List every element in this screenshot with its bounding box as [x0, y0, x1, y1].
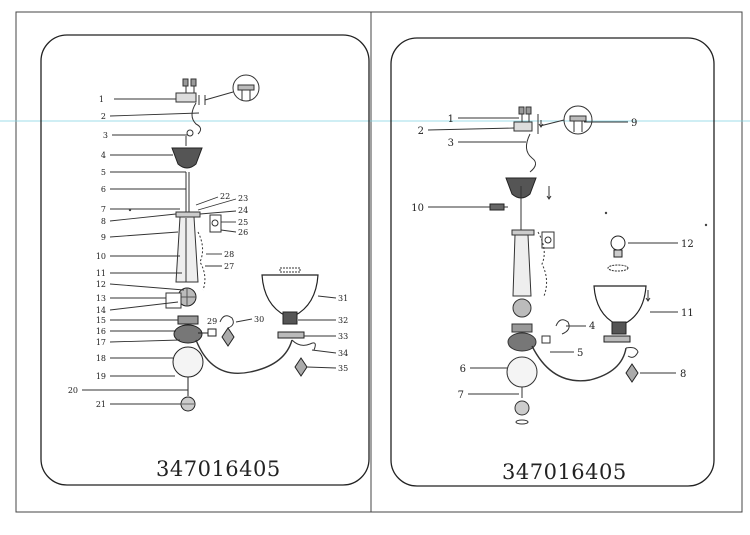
callout-label: 14	[96, 306, 106, 315]
arm	[195, 339, 293, 374]
callout-label: 12	[96, 280, 106, 289]
callout-label: 31	[338, 294, 348, 303]
callout-label: 11	[96, 269, 106, 278]
callout-label: 5	[101, 168, 106, 177]
callout-label: 18	[96, 354, 106, 363]
left-panel-frame	[40, 34, 370, 486]
wire-connector	[489, 203, 505, 211]
callout-label: 6	[101, 185, 106, 194]
callout-label: 24	[238, 206, 248, 215]
bobeche	[277, 331, 305, 339]
callout-label: 4	[589, 321, 595, 332]
callout-label: 1	[99, 95, 104, 104]
right-panel: 1 2 3 4 5 6 7 8 9 10 11 12	[128, 37, 715, 487]
callout-label: 17	[96, 338, 106, 347]
callout-label: 7	[101, 205, 106, 214]
callout-label: 16	[96, 327, 106, 336]
ceiling-bracket	[513, 105, 593, 135]
callout-label: 28	[224, 250, 234, 259]
callout-label: 20	[68, 386, 78, 395]
callout-label: 4	[101, 151, 106, 160]
lamp-shade	[593, 285, 647, 325]
stem	[175, 172, 201, 283]
callout-label: 15	[96, 316, 106, 325]
mount-plate	[165, 292, 182, 309]
callout-label: 2	[418, 126, 424, 137]
hook-chain	[526, 133, 536, 173]
lamp-shade	[261, 274, 319, 317]
callout-label: 26	[238, 228, 248, 237]
hook-chain	[185, 102, 202, 146]
callout-label: 25	[238, 218, 248, 227]
callout-label: 8	[101, 217, 106, 226]
left-panel: 1 2 3 4 5 6 7 8 9 10 11 12 13 14 15 16 1…	[40, 34, 370, 486]
callout-label: 21	[96, 400, 106, 409]
callout-label: 9	[631, 118, 637, 129]
callout-label: 7	[458, 390, 464, 401]
page-border	[15, 11, 743, 513]
arm	[531, 345, 627, 382]
callout-label: 30	[254, 315, 264, 324]
callout-label: 2	[101, 112, 106, 121]
canopy	[171, 147, 203, 169]
callout-label: 11	[681, 308, 694, 319]
connector-block	[209, 214, 222, 233]
central-body	[172, 315, 217, 412]
callout-label: 12	[681, 239, 694, 250]
callout-label: 29	[207, 317, 217, 326]
lamp-socket	[611, 321, 627, 335]
callout-label: 34	[338, 349, 348, 358]
callout-label: 3	[103, 131, 108, 140]
right-callouts: 1 2 3 4 5 6 7 8 9 10 11 12	[411, 114, 693, 401]
callout-label: 10	[96, 252, 106, 261]
left-leaders	[82, 98, 337, 405]
callout-label: 9	[101, 233, 106, 242]
callout-label: 13	[96, 294, 106, 303]
right-panel-frame	[390, 37, 715, 487]
ceiling-bracket	[175, 74, 260, 105]
callout-label: 33	[338, 332, 348, 341]
callout-label: 3	[448, 138, 454, 149]
callout-label: 19	[96, 372, 106, 381]
callout-label: 1	[448, 114, 454, 125]
callout-label: 27	[224, 262, 234, 271]
callout-label: 22	[220, 192, 230, 201]
bobeche	[603, 335, 631, 343]
callout-label: 8	[680, 369, 686, 380]
callout-label: 6	[460, 364, 466, 375]
callout-label: 35	[338, 364, 348, 373]
right-leaders	[427, 117, 678, 395]
light-bulb	[610, 235, 626, 251]
left-callouts: 1 2 3 4 5 6 7 8 9 10 11 12 13 14 15 16 1…	[68, 95, 348, 409]
stem-body	[506, 229, 555, 425]
left-product-code: 347016405	[156, 457, 281, 481]
wire	[537, 231, 548, 297]
callout-label: 23	[238, 194, 248, 203]
wire	[197, 231, 206, 291]
callout-label: 10	[411, 203, 424, 214]
lamp-socket	[282, 311, 298, 325]
right-product-code: 347016405	[502, 460, 627, 484]
crystal-drop	[221, 327, 235, 347]
callout-label: 32	[338, 316, 348, 325]
crystal-drop	[294, 357, 308, 377]
crystal-drop	[625, 363, 639, 383]
callout-label: 5	[577, 348, 583, 359]
